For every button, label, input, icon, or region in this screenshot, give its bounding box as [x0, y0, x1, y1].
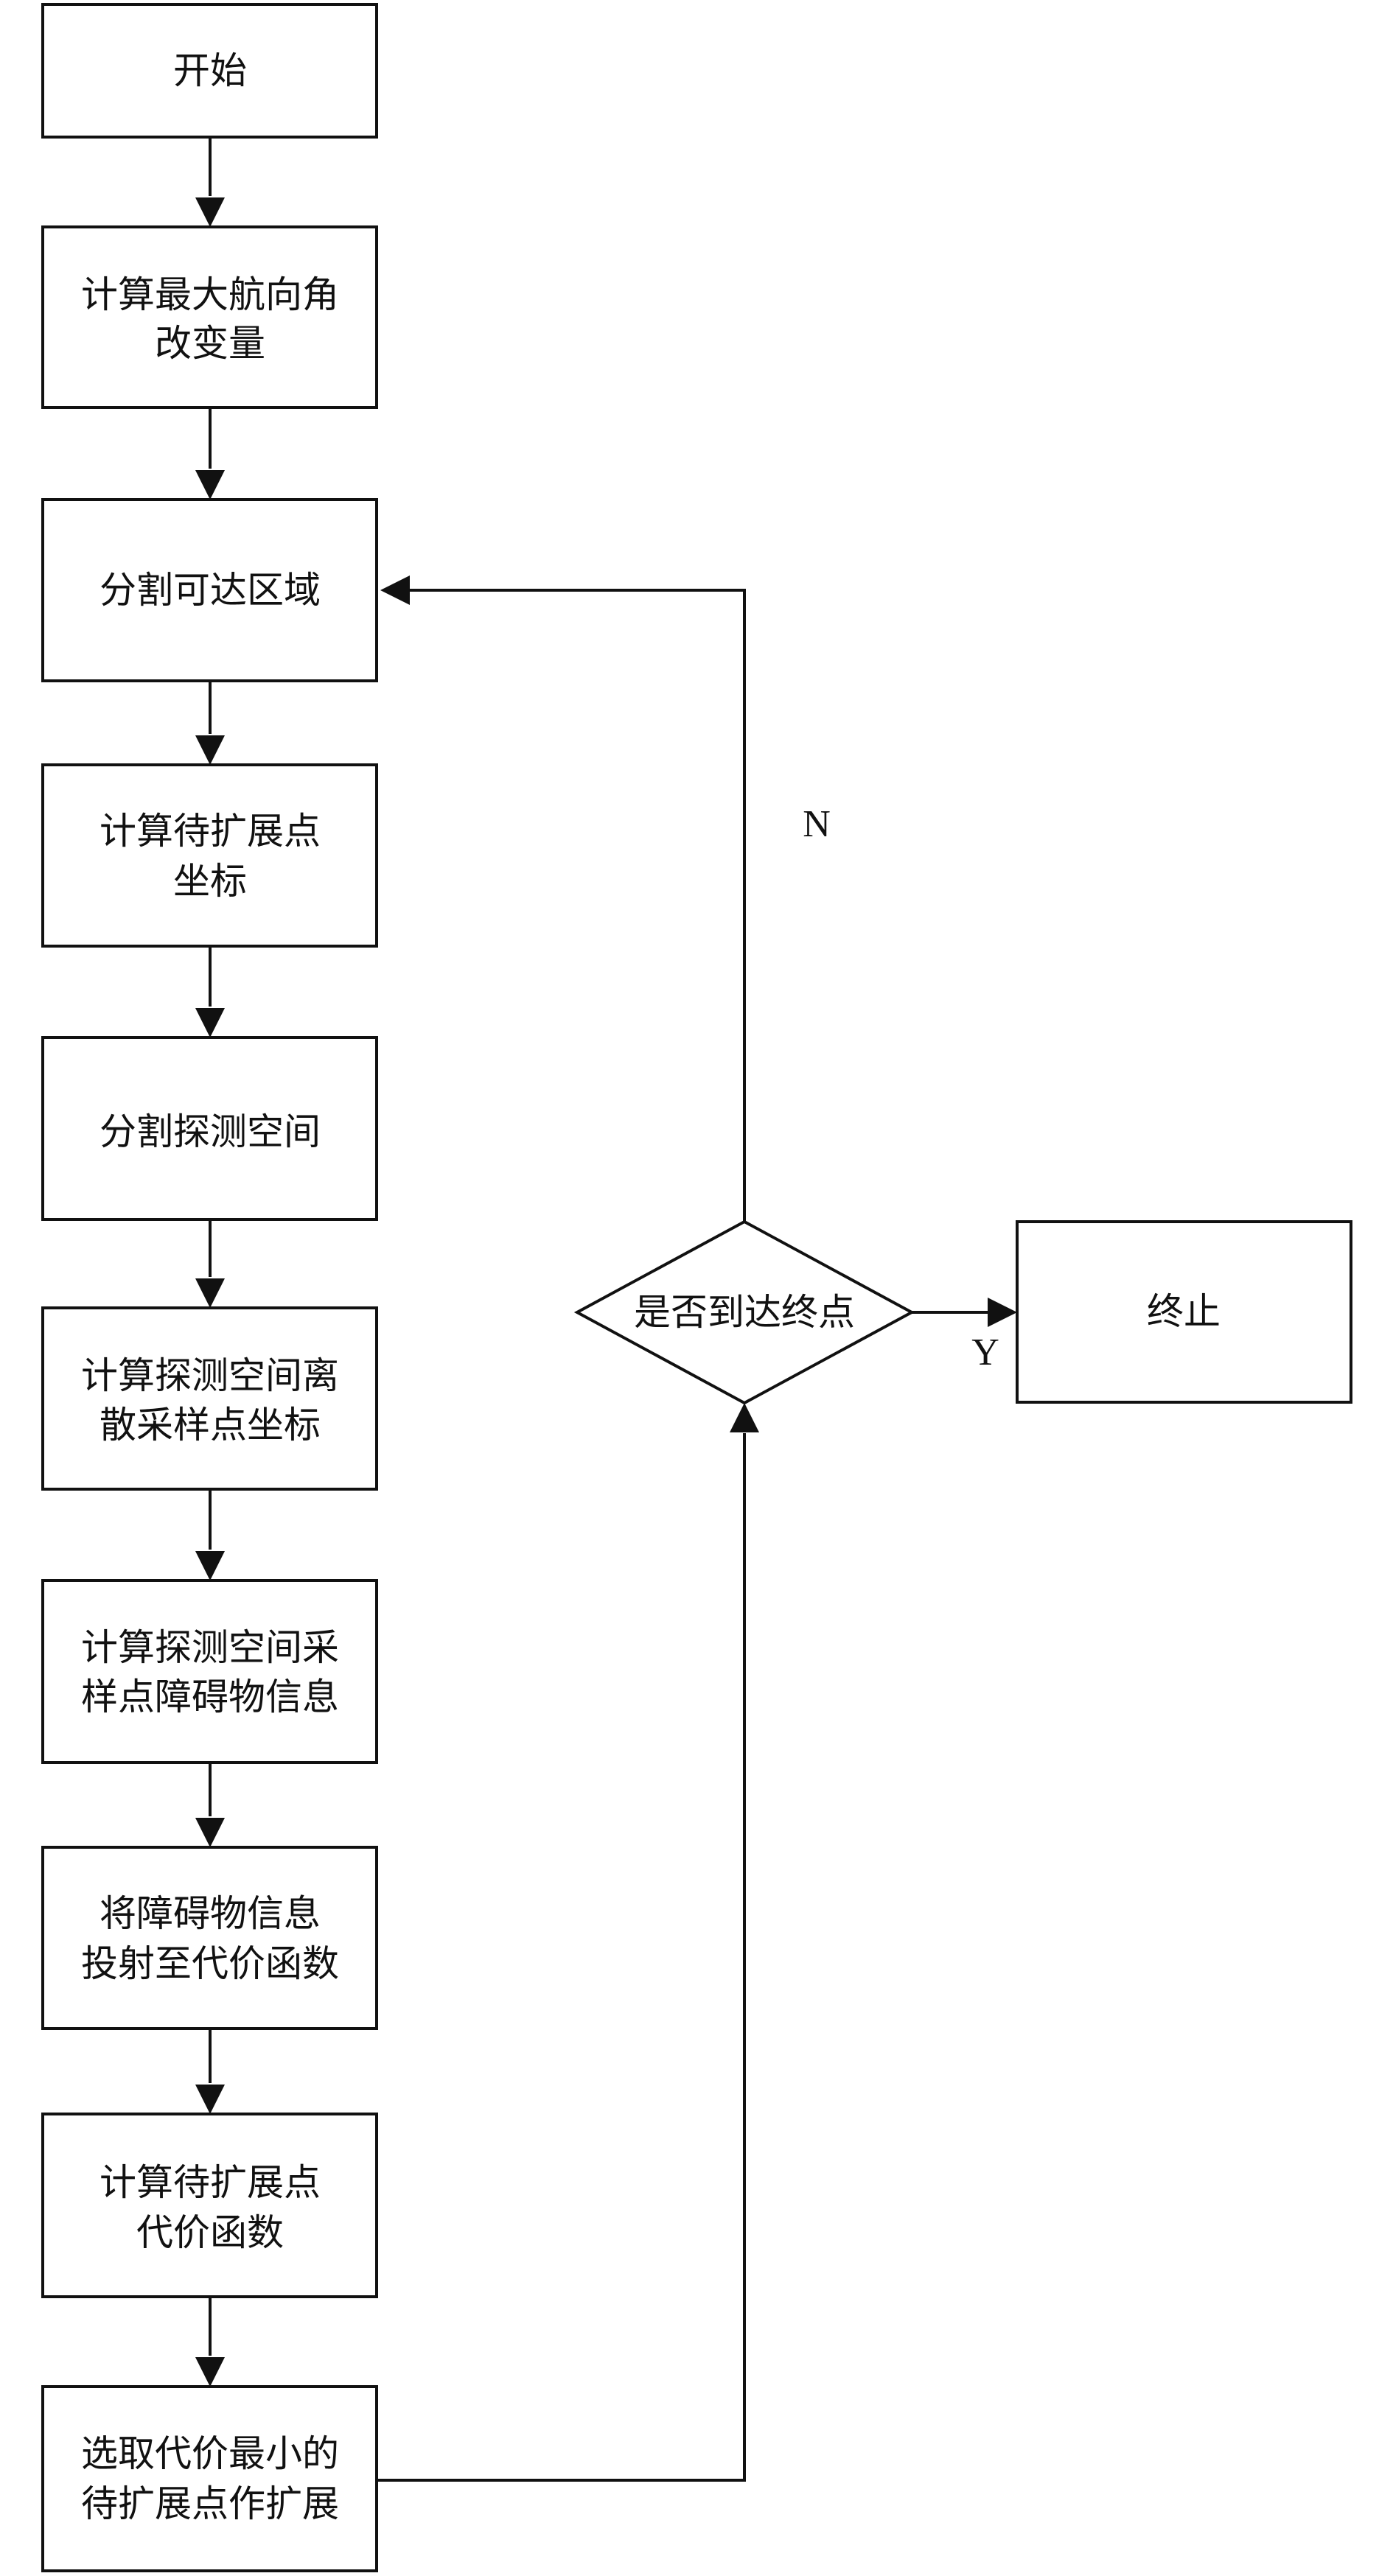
- node-label: 代价函数: [136, 2211, 284, 2254]
- node-label: 计算探测空间离: [81, 1354, 339, 1397]
- node-split-detect: 分割探测空间: [41, 1036, 378, 1221]
- node-label: 计算待扩展点: [100, 2161, 321, 2204]
- node-label: 待扩展点作扩展: [81, 2482, 339, 2525]
- node-label: 将障碍物信息: [100, 1892, 321, 1935]
- arrowhead: [195, 1278, 225, 1308]
- node-label: 散采样点坐标: [100, 1404, 321, 1446]
- node-decision: 是否到达终点: [573, 1219, 915, 1405]
- arrowhead: [195, 1008, 225, 1037]
- node-label: 坐标: [173, 860, 247, 903]
- node-split-reachable: 分割可达区域: [41, 498, 378, 682]
- end-box: [1016, 1220, 1352, 1404]
- arrowhead: [195, 197, 225, 227]
- node-label: 是否到达终点: [634, 1291, 855, 1334]
- node-label: 样点障碍物信息: [81, 1676, 339, 1718]
- node-label: 开始: [173, 49, 247, 92]
- process-box: [41, 1579, 378, 1764]
- node-end: 终止: [1016, 1220, 1352, 1404]
- node-label: 改变量: [155, 322, 265, 365]
- process-box: [41, 225, 378, 409]
- arrowhead: [380, 575, 410, 605]
- node-discrete-coords: 计算探测空间离 散采样点坐标: [41, 1306, 378, 1491]
- arrowhead: [730, 1403, 759, 1432]
- node-select-min: 选取代价最小的 待扩展点作扩展: [41, 2385, 378, 2572]
- process-box: [41, 1846, 378, 2030]
- node-label: 终止: [1147, 1290, 1221, 1333]
- node-expand-coords: 计算待扩展点 坐标: [41, 763, 378, 948]
- process-box: [41, 498, 378, 682]
- node-label: 选取代价最小的: [81, 2432, 339, 2475]
- node-label: 计算待扩展点: [100, 810, 321, 853]
- node-project-cost: 将障碍物信息 投射至代价函数: [41, 1846, 378, 2030]
- arrowhead: [195, 2357, 225, 2387]
- arrowhead: [195, 1551, 225, 1581]
- process-box: [41, 2113, 378, 2298]
- arrowhead: [195, 1818, 225, 1847]
- arrowhead: [988, 1298, 1017, 1327]
- decision-diamond: [573, 1219, 915, 1405]
- arrowhead: [195, 470, 225, 500]
- node-obstacle-info: 计算探测空间采 样点障碍物信息: [41, 1579, 378, 1764]
- process-box: [41, 2385, 378, 2572]
- process-box: [41, 763, 378, 948]
- arrowhead: [195, 2085, 225, 2114]
- node-cost-fn: 计算待扩展点 代价函数: [41, 2113, 378, 2298]
- node-start: 开始: [41, 3, 378, 139]
- edge-label-yes: Y: [971, 1331, 999, 1373]
- node-label: 投射至代价函数: [81, 1942, 339, 1985]
- process-box: [41, 1036, 378, 1221]
- edge-label-no: N: [803, 803, 831, 845]
- edge-decision-no-to-split-reachable: [410, 589, 746, 1222]
- arrowhead: [195, 735, 225, 765]
- node-label: 分割探测空间: [100, 1110, 321, 1153]
- edge-select-min-to-decision: [377, 1433, 746, 2482]
- edges: [195, 137, 1017, 2482]
- node-label: 分割可达区域: [100, 569, 321, 612]
- node-label: 计算探测空间采: [81, 1626, 339, 1669]
- node-max-heading: 计算最大航向角 改变量: [41, 225, 378, 409]
- start-box: [41, 3, 378, 139]
- node-label: 计算最大航向角: [81, 273, 339, 316]
- process-box: [41, 1306, 378, 1491]
